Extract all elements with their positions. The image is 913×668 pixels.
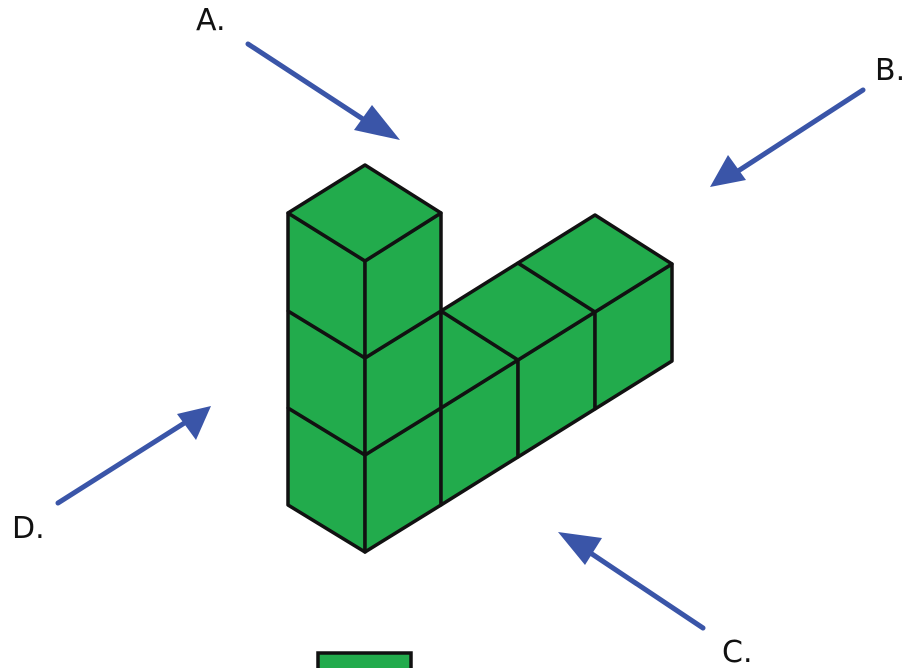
arrow-a [245,41,400,140]
arrow-d [55,406,211,506]
label-c: C. [722,635,752,668]
arrow-b [710,87,866,187]
cube-face [286,163,443,263]
label-d: D. [12,511,45,546]
cube-face [516,213,674,314]
label-b: B. [875,53,905,88]
arrow-c [558,532,706,631]
partial-square [316,651,413,668]
label-a: A. [196,3,226,38]
cube-structure [286,163,674,554]
